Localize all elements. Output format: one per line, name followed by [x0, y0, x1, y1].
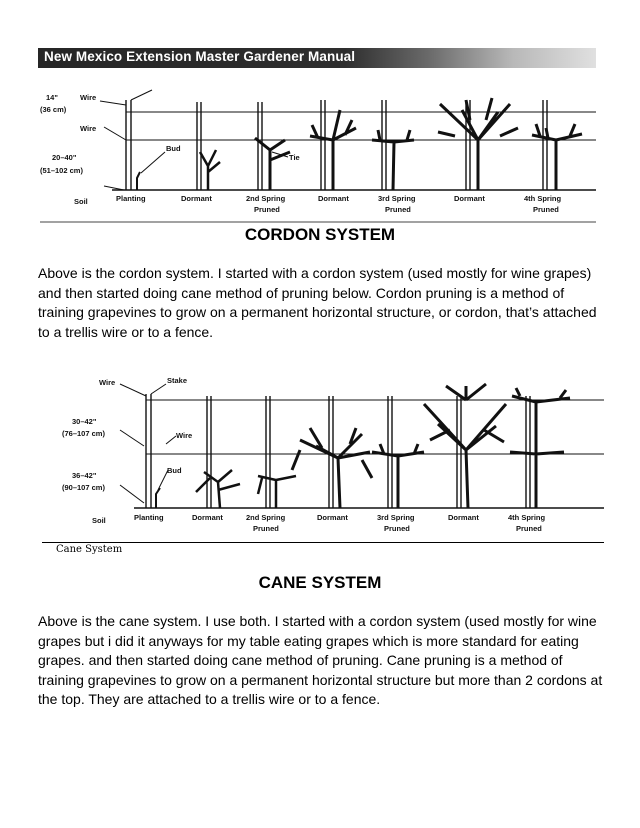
cane-stage-1: Planting: [134, 513, 164, 522]
cane-figure-rule: [42, 542, 604, 543]
cordon-wire-top-label: Wire: [80, 93, 96, 102]
cordon-stage-5: 3rd Spring: [378, 194, 416, 203]
cordon-stage-7: 4th Spring: [524, 194, 562, 203]
cordon-bud-label: Bud: [166, 144, 181, 153]
cane-upper-height-in: 30–42": [72, 417, 97, 426]
cane-stage-7: 4th Spring: [508, 513, 546, 522]
cane-soil-label: Soil: [92, 516, 106, 525]
cordon-stage-5-sub: Pruned: [385, 205, 411, 214]
cordon-section-title: CORDON SYSTEM: [244, 225, 396, 244]
cordon-low-height-cm: (51–102 cm): [40, 166, 83, 175]
cordon-tie-label: Tie: [289, 153, 300, 162]
cordon-stage-7-sub: Pruned: [533, 205, 559, 214]
cordon-stage-6: Dormant: [454, 194, 485, 203]
cane-lower-height-cm: (90–107 cm): [62, 483, 105, 492]
cane-stage-5-sub: Pruned: [384, 524, 410, 533]
cordon-stage-1: Planting: [116, 194, 146, 203]
cane-section-paragraph: Above is the cane system. I use both. I …: [38, 613, 603, 707]
cane-wire-mid-label: Wire: [176, 431, 192, 440]
cane-bud-label: Bud: [167, 466, 182, 475]
cane-wire-top-label: Wire: [99, 378, 115, 387]
cordon-stage-3: 2nd Spring: [246, 194, 286, 203]
manual-header-banner: New Mexico Extension Master Gardener Man…: [38, 48, 596, 68]
cordon-top-height-in: 14": [46, 93, 58, 102]
cordon-low-height-in: 20–40": [52, 153, 77, 162]
cordon-section-paragraph: Above is the cordon system. I started wi…: [38, 265, 597, 340]
cane-stage-2: Dormant: [192, 513, 223, 522]
cane-stage-6: Dormant: [448, 513, 479, 522]
cane-stage-3-sub: Pruned: [253, 524, 279, 533]
cane-stage-4: Dormant: [317, 513, 348, 522]
cane-stake-label: Stake: [167, 376, 187, 385]
cordon-top-height-cm: (36 cm): [40, 105, 67, 114]
cordon-stage-4: Dormant: [318, 194, 349, 203]
cordon-stage-2: Dormant: [181, 194, 212, 203]
cordon-soil-label: Soil: [74, 197, 88, 206]
cordon-stage-3-sub: Pruned: [254, 205, 280, 214]
cordon-wire-mid-label: Wire: [80, 124, 96, 133]
cane-lower-height-in: 36–42": [72, 471, 97, 480]
cane-upper-height-cm: (76–107 cm): [62, 429, 105, 438]
cane-stage-3: 2nd Spring: [246, 513, 286, 522]
manual-title: New Mexico Extension Master Gardener Man…: [44, 49, 356, 64]
cane-section-title: CANE SYSTEM: [258, 573, 382, 592]
cane-stage-5: 3rd Spring: [377, 513, 415, 522]
cane-stage-7-sub: Pruned: [516, 524, 542, 533]
cane-figure-caption: Cane System: [56, 544, 123, 555]
